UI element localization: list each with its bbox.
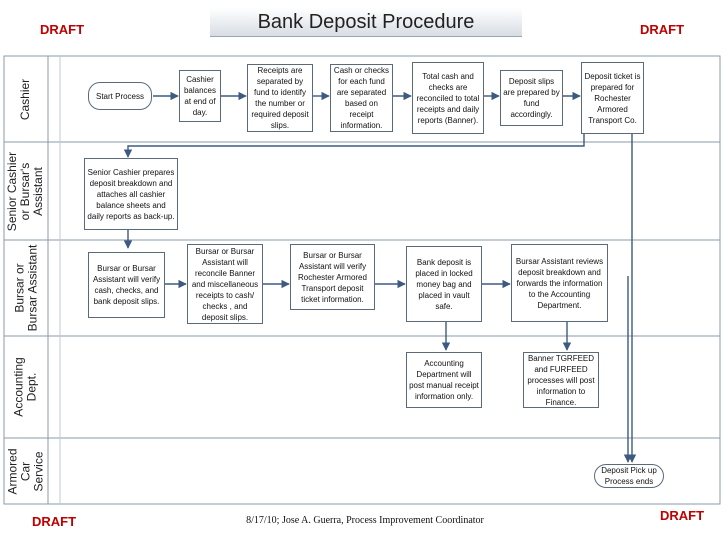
accounting-post-node: Accounting Department will post manual r… xyxy=(406,352,482,408)
bursar-verify-node: Bursar or Bursar Assistant will verify c… xyxy=(88,252,165,318)
lane-bursar-line-1: Bursar or xyxy=(12,263,27,313)
lane-label-armored: Armored Car Service xyxy=(4,438,48,504)
receipts-separated-node: Receipts are separated by fund to identi… xyxy=(247,64,313,132)
cash-checks-separated-node: Cash or checks for each fund are separat… xyxy=(330,64,393,132)
bank-deposit-node: Bank deposit is placed in locked money b… xyxy=(406,246,482,322)
start-process-node: Start Process xyxy=(88,82,152,110)
bursar-reconcile-node: Bursar or Bursar Assistant will reconcil… xyxy=(187,244,263,324)
lane-label-cashier: Cashier xyxy=(4,56,48,142)
title-banner: Bank Deposit Procedure xyxy=(210,8,522,37)
lane-armored-text: Armored Car Service xyxy=(6,448,46,494)
lane-bursar-line-2: Bursar Assistant xyxy=(25,244,40,332)
bursar-rochester-node: Bursar or Bursar Assistant will verify R… xyxy=(290,244,375,310)
lane-bursar-text: Bursar or Bursar Assistant xyxy=(12,244,40,332)
deposit-slips-node: Deposit slips are prepared by fund accor… xyxy=(500,70,563,126)
lane-accounting-line-2: Dept. xyxy=(25,372,39,402)
lane-label-accounting: Accounting Dept. xyxy=(4,336,48,438)
lane-cashier-line: Cashier xyxy=(18,78,33,120)
lane-accounting-text: Accounting Dept. xyxy=(12,357,39,416)
draft-label-bottom-left: DRAFT xyxy=(32,514,77,529)
draft-label-top-right: DRAFT xyxy=(640,22,685,37)
footer-credit: 8/17/10; Jose A. Guerra, Process Improve… xyxy=(246,515,484,526)
senior-breakdown-node: Senior Cashier prepares deposit breakdow… xyxy=(84,158,178,230)
page-title: Bank Deposit Procedure xyxy=(257,11,475,33)
lane-armored-line-3: Service xyxy=(31,450,46,492)
lane-senior-line-3: Assistant xyxy=(31,166,46,216)
assistant-reviews-node: Bursar Assistant reviews deposit breakdo… xyxy=(511,244,608,322)
lane-cashier-text: Cashier xyxy=(18,78,33,120)
lane-label-senior-cashier: Senior Cashier or Bursar's Assistant xyxy=(4,142,48,240)
total-reconciled-node: Total cash and checks are reconciled to … xyxy=(412,62,484,134)
pickup-end-node: Deposit Pick up Process ends xyxy=(594,464,664,488)
draft-label-top-left: DRAFT xyxy=(40,22,85,37)
cashier-balances-node: Cashier balances at end of day. xyxy=(179,70,221,122)
lane-label-bursar: Bursar or Bursar Assistant xyxy=(4,240,48,336)
lane-senior-text: Senior Cashier or Bursar's Assistant xyxy=(6,151,46,230)
draft-label-bottom-right: DRAFT xyxy=(660,508,705,523)
banner-feed-node: Banner TGRFEED and FURFEED processes wil… xyxy=(523,352,599,408)
deposit-ticket-node: Deposit ticket is prepared for Rochester… xyxy=(581,62,644,134)
